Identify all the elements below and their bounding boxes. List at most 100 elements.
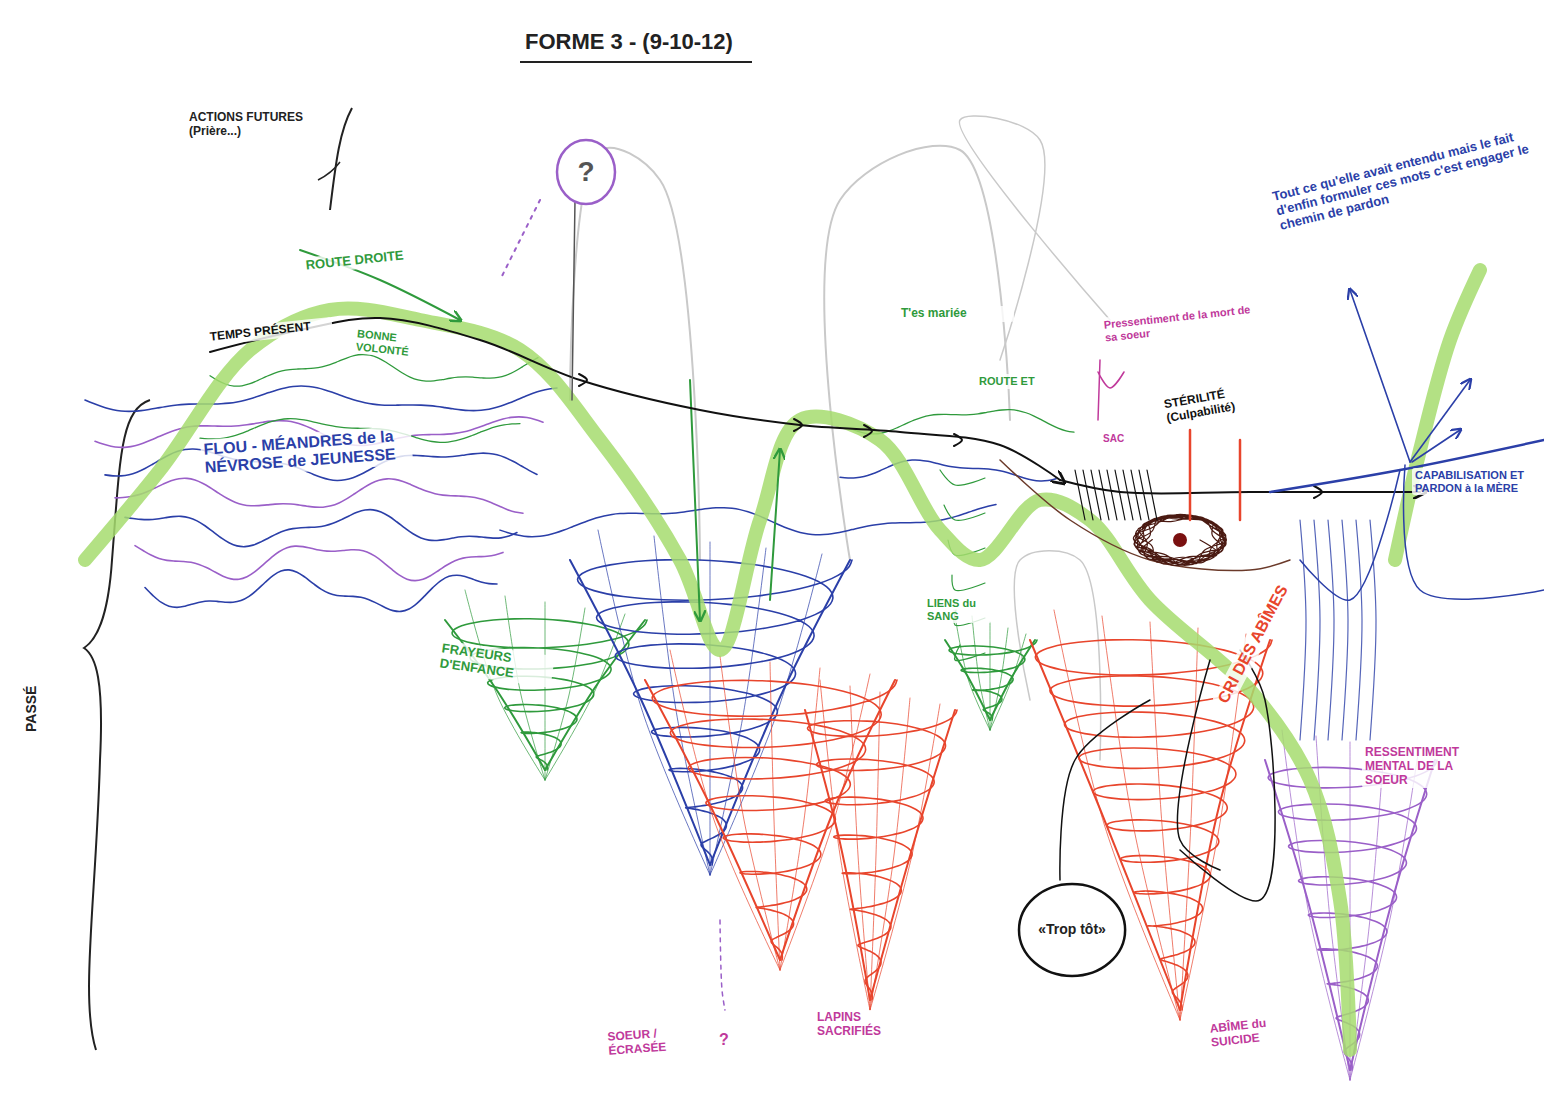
vortex-funnel bbox=[949, 640, 1037, 720]
vortex-funnel bbox=[1350, 760, 1435, 1070]
annotation: ROUTE DROITE bbox=[302, 244, 439, 275]
meander-line bbox=[1328, 520, 1334, 740]
hatch-line bbox=[1147, 470, 1157, 520]
cry-arrow bbox=[1189, 430, 1192, 520]
future-arrow bbox=[1410, 380, 1470, 462]
hatch-line bbox=[1083, 470, 1093, 520]
hatch-line bbox=[1107, 470, 1117, 520]
vortex-funnel bbox=[452, 619, 647, 770]
annotation: LAPINS SACRIFIÉS bbox=[814, 1010, 930, 1040]
vortex-funnel bbox=[545, 608, 585, 780]
meander-line bbox=[1370, 520, 1376, 740]
vortex-funnel bbox=[670, 650, 780, 970]
bracket bbox=[318, 162, 340, 180]
leader-line bbox=[1098, 360, 1100, 420]
life-arrow bbox=[770, 450, 780, 600]
node-text: «Trop tôt» bbox=[1038, 922, 1106, 937]
annotation: SAC bbox=[1100, 432, 1146, 446]
annotation: Pressentiment de la mort de sa soeur bbox=[1100, 302, 1258, 345]
vortex-funnel bbox=[710, 542, 711, 875]
time-line bbox=[1000, 460, 1290, 571]
vortex-funnel bbox=[710, 554, 822, 875]
hatch-line bbox=[1139, 470, 1149, 520]
vortex-funnel bbox=[710, 560, 850, 865]
vortex-funnel bbox=[870, 692, 880, 1010]
memory-arc bbox=[959, 116, 1110, 360]
vortex-funnel bbox=[545, 620, 645, 770]
annotation: RESSENTIMENT MENTAL DE LA SOEUR bbox=[1362, 745, 1483, 788]
memory-arc bbox=[1014, 551, 1100, 760]
meander-line bbox=[952, 575, 985, 591]
life-arrow bbox=[690, 380, 700, 620]
vortex-funnel bbox=[645, 680, 780, 960]
annotation: FLOU - MÉANDRES de la NÉVROSE de JEUNESS… bbox=[200, 425, 413, 478]
annotation: BONNE VOLONTÉ bbox=[352, 326, 440, 362]
time-arrow bbox=[794, 419, 802, 431]
vortex-funnel bbox=[545, 602, 546, 780]
vortex-funnel bbox=[972, 616, 990, 730]
hatch-line bbox=[1131, 470, 1141, 520]
circle-node: «Trop tôt» bbox=[1017, 882, 1127, 978]
meander-line bbox=[1356, 520, 1362, 740]
hatch-line bbox=[1091, 470, 1101, 520]
cry-arrow bbox=[1239, 440, 1242, 520]
title-underline bbox=[520, 61, 752, 63]
vortex-funnel bbox=[870, 704, 940, 1010]
annotation: ACTIONS FUTURES (Prière...) bbox=[186, 110, 332, 140]
meander-line bbox=[210, 355, 538, 387]
meander-line bbox=[1300, 520, 1306, 740]
vortex-funnel bbox=[720, 920, 725, 1010]
vortex-funnel bbox=[820, 680, 870, 1010]
annotation: PASSÉ bbox=[22, 659, 40, 735]
vortex-funnel bbox=[954, 610, 990, 730]
vortex-funnel bbox=[1350, 754, 1418, 1080]
vortex-funnel bbox=[780, 668, 820, 970]
vortex-funnel bbox=[652, 680, 897, 960]
vortex-funnel bbox=[1180, 628, 1198, 1020]
meander-line bbox=[115, 478, 523, 513]
node-outline bbox=[1019, 884, 1125, 976]
leader-line bbox=[1098, 372, 1124, 388]
meander-line bbox=[135, 546, 503, 581]
future-arrow bbox=[1350, 290, 1410, 462]
annotation: Tout ce qu'elle avait entendu mais le fa… bbox=[1268, 123, 1544, 235]
leader-line bbox=[1177, 660, 1220, 870]
time-arrow bbox=[954, 434, 962, 446]
vortex-funnel bbox=[990, 634, 1026, 730]
hatch-line bbox=[1123, 470, 1133, 520]
time-arrow bbox=[1314, 486, 1322, 498]
vortex-funnel bbox=[808, 710, 957, 1000]
time-arrow bbox=[579, 374, 587, 386]
vortex-funnel bbox=[1150, 622, 1180, 1020]
vortex-funnel bbox=[990, 640, 1035, 720]
annotation: CRI DES ABÎMES bbox=[1212, 562, 1303, 709]
meander-line bbox=[940, 470, 985, 485]
meander-line bbox=[840, 460, 1056, 481]
hatch-line bbox=[1075, 470, 1085, 520]
annotation: ? bbox=[716, 1030, 742, 1050]
vortex-funnel bbox=[770, 662, 780, 970]
hatch-line bbox=[1115, 470, 1125, 520]
scribble-knot bbox=[1133, 514, 1226, 565]
future-arrow bbox=[1412, 430, 1460, 462]
vortex-funnel bbox=[805, 710, 870, 1000]
meander-line bbox=[1314, 520, 1320, 740]
diagram-title: FORME 3 - (9-10-12) bbox=[522, 28, 736, 55]
vortex-funnel bbox=[990, 628, 1008, 730]
vortex-funnel bbox=[870, 698, 910, 1010]
thought-line bbox=[572, 200, 575, 400]
meander-line bbox=[1342, 520, 1348, 740]
meander-line bbox=[85, 386, 557, 411]
annotation: STÉRILITÉ (Culpabilité) bbox=[1160, 377, 1284, 427]
vortex-funnel bbox=[720, 656, 780, 970]
life-band bbox=[1395, 270, 1480, 560]
vortex-funnel bbox=[990, 622, 991, 730]
time-arrow bbox=[864, 425, 872, 437]
annotation: T'es mariée bbox=[898, 306, 1014, 322]
annotation: LIENS du SANG bbox=[924, 596, 992, 623]
annotation: SOEUR / ÉCRASÉE bbox=[604, 1023, 712, 1060]
hatch-line bbox=[1099, 470, 1109, 520]
annotation: ROUTE ET bbox=[976, 374, 1052, 389]
meander-line bbox=[944, 505, 985, 520]
